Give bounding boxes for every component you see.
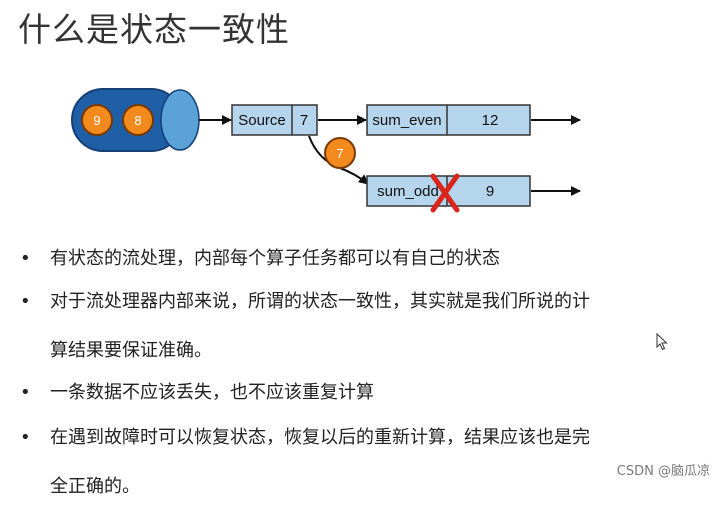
watermark: CSDN @脑瓜凉 [616,464,710,479]
bullet-line: 有状态的流处理，内部每个算子任务都可以有自己的状态 [50,248,500,269]
bullet-text: 一条数据不应该丢失，也不应该重复计算 [50,368,690,417]
bullet-dot-icon: • [20,427,31,448]
queue-end-cap [160,89,200,151]
sum-even-label: sum_even [372,112,441,129]
bullet-line: 全正确的。 [50,476,140,497]
bullet-text: 有状态的流处理，内部每个算子任务都可以有自己的状态 [50,234,690,283]
sum-odd-value: 9 [486,183,494,200]
bullet-text: 对于流处理器内部来说，所谓的状态一致性，其实就是我们所说的计 算结果要保证准确。 [50,277,690,375]
queue-event-2-label: 8 [134,113,141,128]
bullet-dot-icon: • [20,291,31,312]
queue-event-2 [122,104,154,136]
source-value: 7 [300,112,308,129]
bullet-dot-icon: • [20,248,31,269]
source-operator: Source 7 [231,104,318,136]
bullet-text: 在遇到故障时可以恢复状态，恢复以后的重新计算，结果应该也是完 全正确的。 [50,413,690,511]
sum-even-value: 12 [482,112,499,129]
queue-event-1-label: 9 [93,113,100,128]
source-box [231,104,318,136]
bullet-line: 一条数据不应该丢失，也不应该重复计算 [50,382,374,403]
input-queue: 9 8 [71,88,200,152]
source-label: Source [238,112,286,129]
mouse-pointer-icon [656,333,668,351]
in-flight-event-circle [324,137,356,169]
sum-even-box [366,104,531,136]
page-title: 什么是状态一致性 [18,10,290,49]
sum-even-operator: sum_even 12 [366,104,531,136]
in-flight-event: 7 [324,137,356,169]
bullet-line: 在遇到故障时可以恢复状态，恢复以后的重新计算，结果应该也是完 [50,427,590,448]
bullet-dot-icon: • [20,382,31,403]
in-flight-event-label: 7 [336,146,343,161]
bullet-line: 对于流处理器内部来说，所谓的状态一致性，其实就是我们所说的计 [50,291,590,312]
bullet-line: 算结果要保证准确。 [50,340,212,361]
sum-odd-label: sum_odd [377,183,439,200]
queue-event-1 [81,104,113,136]
x-icon [430,173,460,213]
state-consistency-diagram: 9 8 Source 7 sum_even 12 7 sum_odd 9 [71,88,581,213]
